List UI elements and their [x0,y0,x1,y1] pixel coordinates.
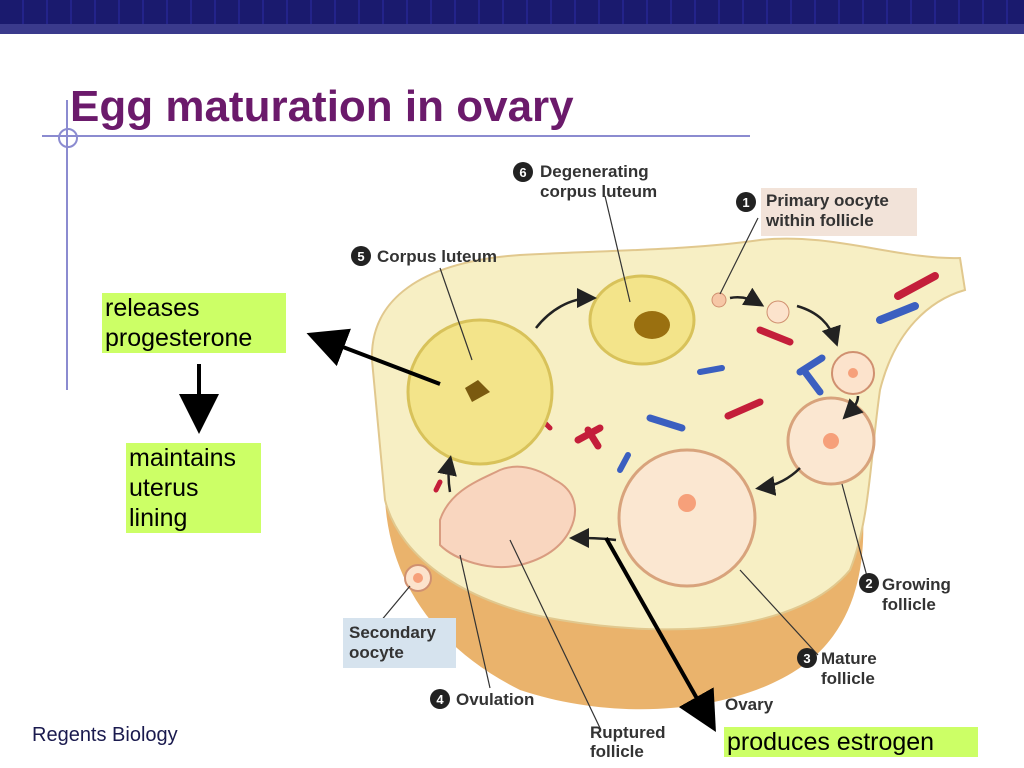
uterus-line-2: uterus [129,474,199,502]
estrogen-label: produces estrogen [727,728,935,756]
decor-crosshair-circle [58,128,78,148]
svg-text:1: 1 [742,195,749,210]
uterus-line-3: lining [129,504,188,532]
top-banner-band [0,24,1024,34]
svg-text:Degenerating: Degenerating [540,162,649,181]
svg-text:Ovulation: Ovulation [456,690,534,709]
svg-text:follicle: follicle [821,669,875,688]
secondary-oocyte-label: Secondary oocyte [349,623,436,662]
svg-text:follicle: follicle [590,742,644,761]
step4-label: 4 Ovulation [430,689,534,709]
uterus-line-1: maintains [129,444,236,472]
mature-follicle [617,448,757,588]
svg-text:3: 3 [803,651,810,666]
svg-text:Ruptured: Ruptured [590,723,666,742]
slide-title: Egg maturation in ovary [70,82,574,131]
svg-text:4: 4 [436,692,444,707]
svg-text:Growing: Growing [882,575,951,594]
footer-text: Regents Biology [32,724,178,746]
ruptured-follicle-label: Ruptured follicle [590,723,666,761]
produces-estrogen-box: produces estrogen [724,727,978,757]
svg-text:Ovary: Ovary [725,695,774,714]
svg-text:follicle: follicle [882,595,936,614]
svg-text:Primary oocyte: Primary oocyte [766,191,889,210]
svg-text:2: 2 [865,576,872,591]
svg-text:Corpus luteum: Corpus luteum [377,247,497,266]
progesterone-line-2: progesterone [105,324,253,352]
svg-text:Secondary: Secondary [349,623,436,642]
svg-text:6: 6 [519,165,526,180]
maintains-uterus-lining-box: maintains uterus lining [126,443,261,533]
progesterone-line-1: releases [105,294,200,322]
step2-label: 2 Growing follicle [859,573,951,614]
ovary-label: Ovary [725,695,774,714]
decor-vertical-line [66,100,68,390]
step5-label: 5 Corpus luteum [351,246,497,266]
releases-progesterone-box: releases progesterone [102,293,286,353]
step1-label: 1 Primary oocyte within follicle [736,191,889,230]
primary-follicle [711,292,727,308]
svg-text:within follicle: within follicle [765,211,874,230]
step3-label: 3 Mature follicle [797,648,877,688]
title-underline [42,135,750,137]
svg-text:corpus luteum: corpus luteum [540,182,657,201]
svg-text:oocyte: oocyte [349,643,404,662]
ruptured-follicle [439,465,576,569]
step6-label: 6 Degenerating corpus luteum [513,162,657,201]
svg-text:Mature: Mature [821,649,877,668]
svg-text:5: 5 [357,249,364,264]
